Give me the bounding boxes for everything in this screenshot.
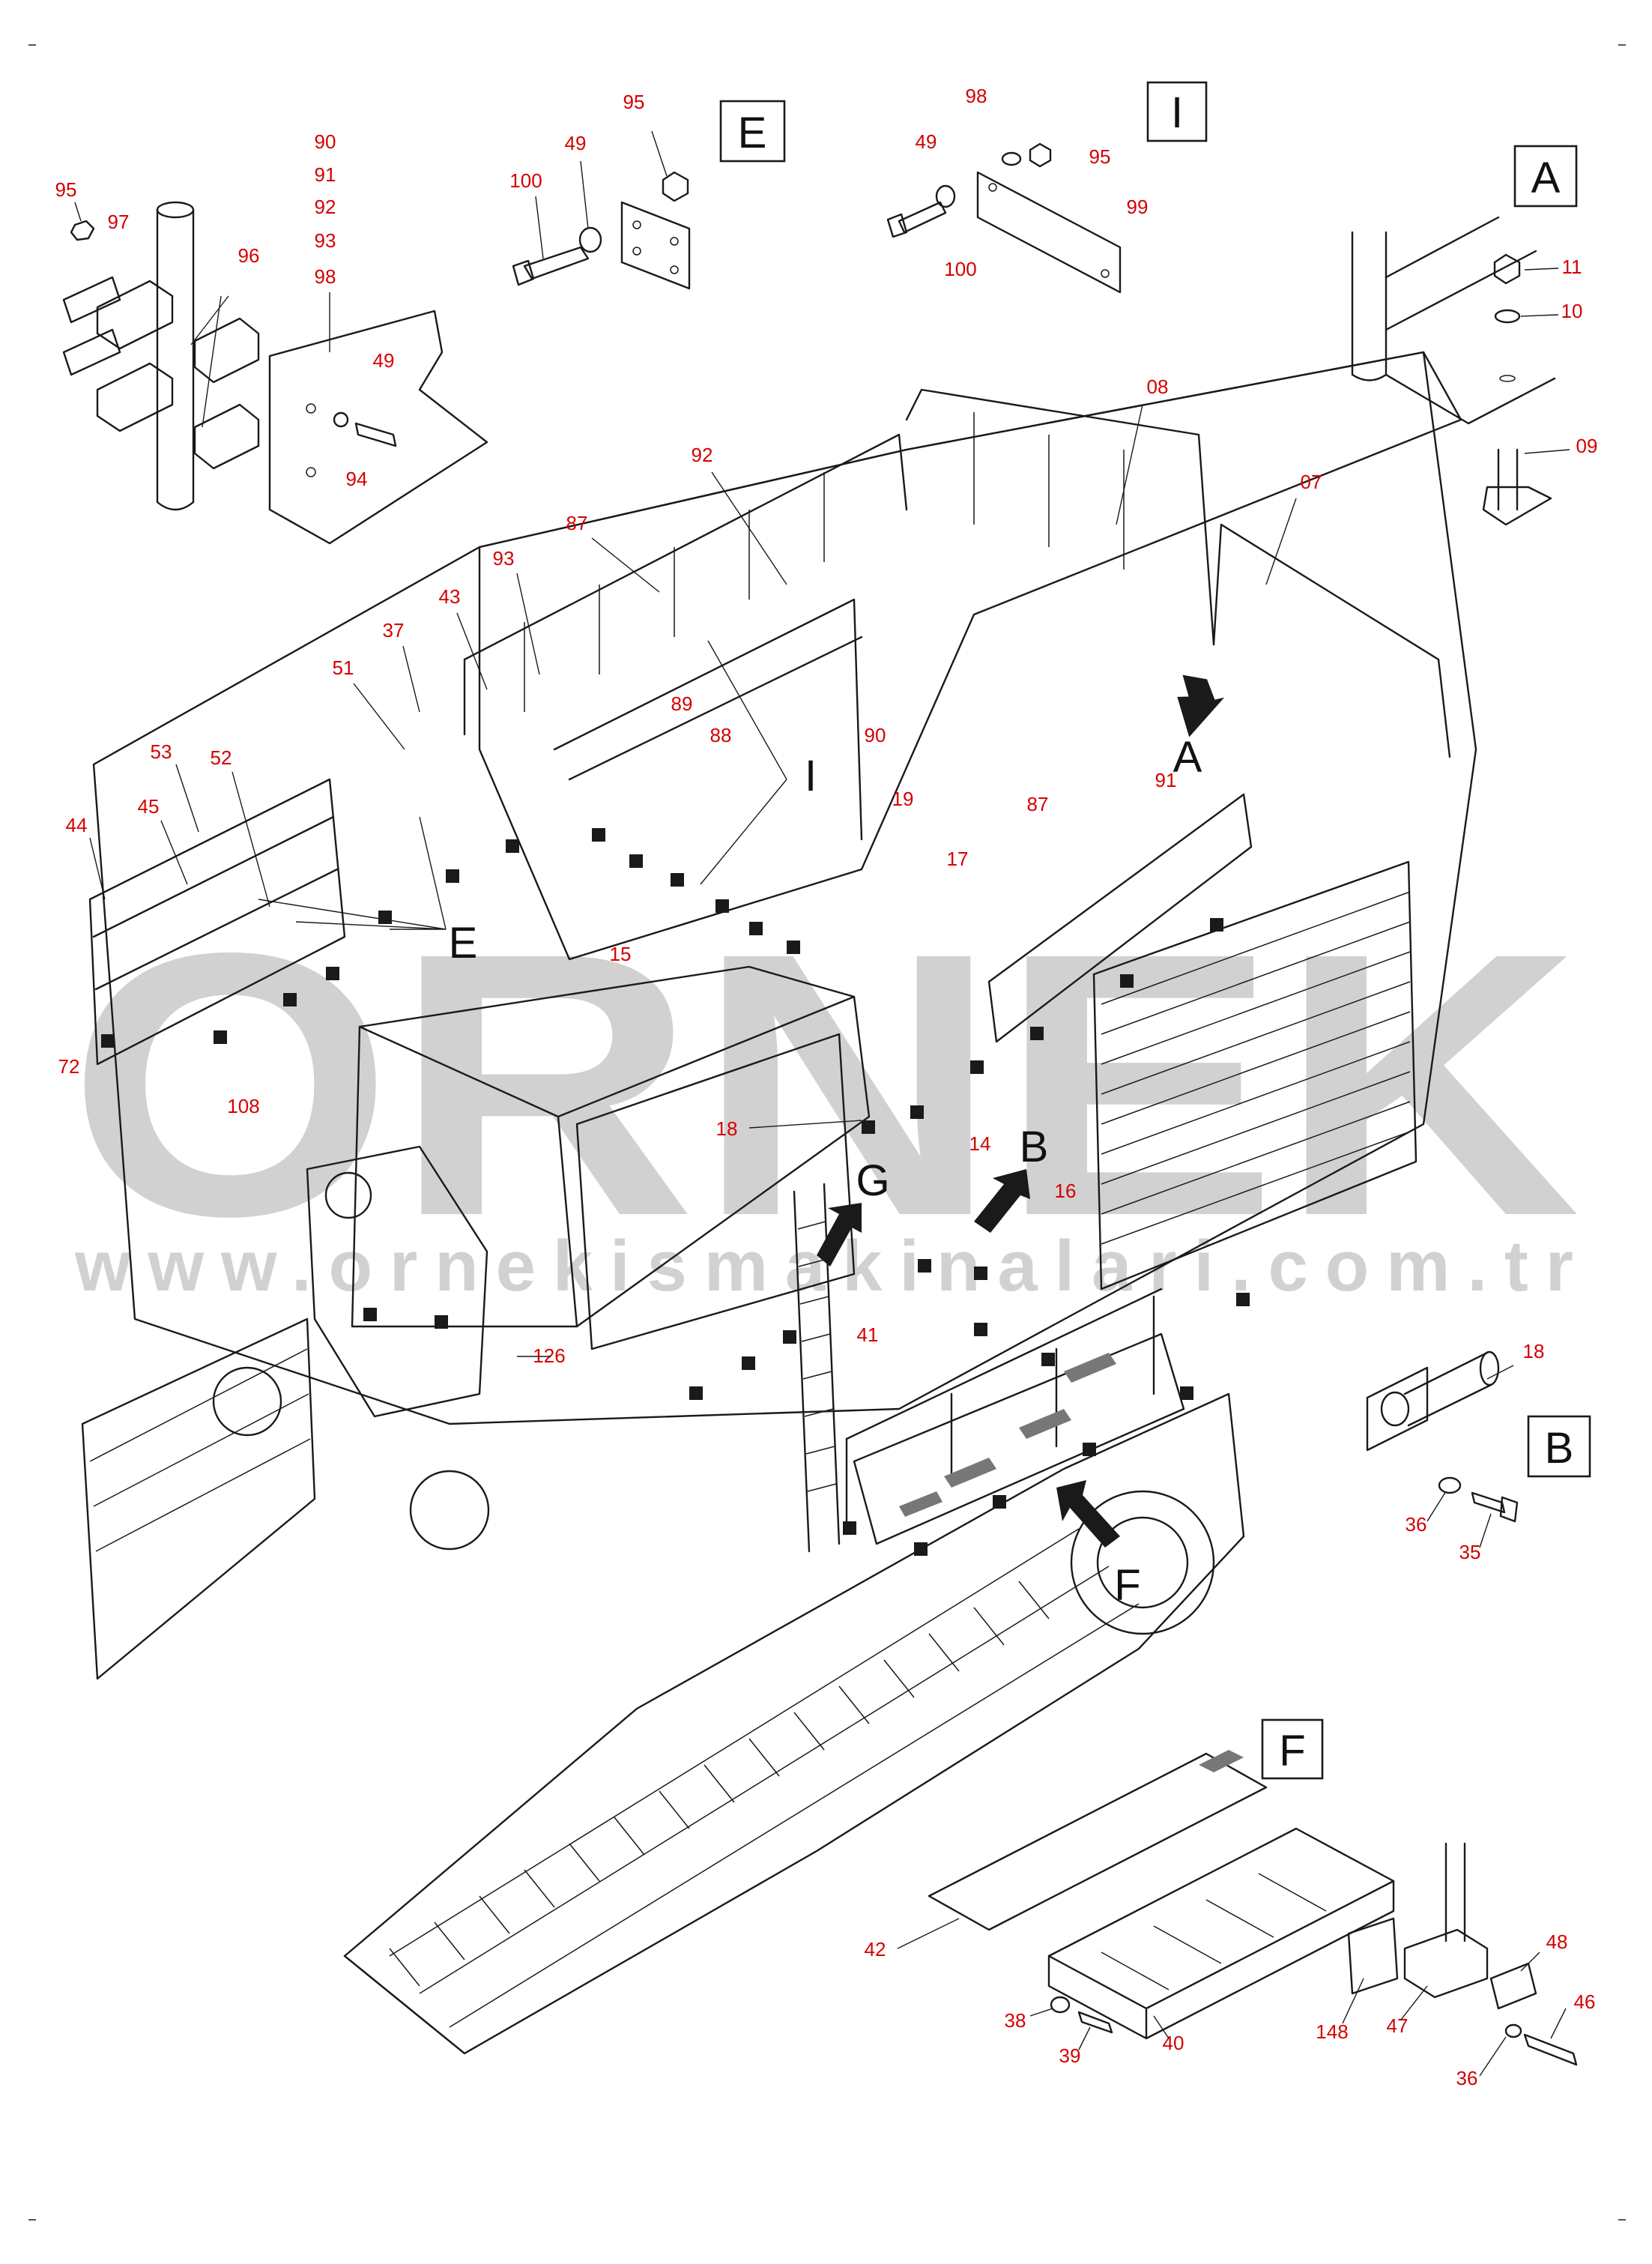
view-arrow-b-label: B (1020, 1123, 1049, 1171)
part-number: 44 (66, 814, 88, 836)
part-number: 07 (1301, 471, 1322, 493)
part-number: 43 (439, 585, 461, 608)
view-arrow-a-label: A (1173, 733, 1202, 782)
part-number: 08 (1147, 375, 1169, 398)
part-number: 49 (565, 132, 587, 154)
part-number: 92 (315, 196, 336, 218)
part-number: 90 (865, 724, 886, 746)
part-number: 35 (1459, 1541, 1481, 1563)
part-number: 93 (315, 229, 336, 252)
part-number: 40 (1163, 2032, 1184, 2054)
part-number: 52 (211, 746, 232, 769)
part-number: 93 (493, 547, 515, 570)
part-number: 14 (969, 1132, 991, 1155)
watermark-url: www.ornekismakinalari.com.tr (74, 1226, 1573, 1306)
detail-f-letter: F (1279, 1727, 1305, 1775)
part-number: 100 (944, 258, 976, 280)
part-number: 41 (857, 1323, 879, 1346)
view-arrows: A B G F (817, 674, 1225, 1610)
detail-e-letter: E (738, 109, 767, 157)
part-number: 96 (238, 244, 260, 267)
part-number: 51 (333, 656, 354, 679)
watermark-logo: ORNEK (67, 875, 1581, 1294)
part-number: 98 (315, 265, 336, 288)
part-number: 16 (1055, 1180, 1077, 1202)
detail-f-frame (1261, 1718, 1324, 1780)
detail-view-f: F (928, 1718, 1578, 2066)
corner-marks (28, 44, 1626, 2221)
part-number: 97 (108, 211, 130, 233)
detail-view-e: E (512, 100, 786, 290)
part-number: 11 (1562, 256, 1582, 278)
non-slip-plates (899, 1353, 1116, 1517)
part-number: 95 (55, 178, 77, 201)
part-number: 95 (1089, 145, 1111, 168)
excavator-main-view (81, 351, 1477, 2055)
watermark: ORNEK www.ornekismakinalari.com.tr (67, 875, 1581, 1306)
detail-a-frame (1513, 145, 1578, 208)
part-number: 47 (1387, 2014, 1409, 2037)
part-number: 90 (315, 130, 336, 153)
part-number: 92 (692, 444, 713, 466)
part-number: 48 (1546, 1931, 1568, 1953)
part-number: 87 (566, 512, 588, 534)
callout-e-label: E (449, 919, 478, 968)
part-number: 126 (533, 1344, 565, 1367)
detail-clamp-assembly (62, 201, 488, 545)
detail-i-letter: I (1171, 88, 1183, 137)
part-number: 49 (916, 130, 937, 153)
part-number: 18 (1523, 1340, 1545, 1362)
part-number: 36 (1406, 1513, 1427, 1536)
detail-b-frame (1527, 1415, 1591, 1478)
part-number: 88 (710, 724, 732, 746)
part-number: 53 (151, 740, 172, 763)
part-number: 36 (1456, 2067, 1478, 2089)
detail-view-b: B (1366, 1350, 1591, 1523)
part-number: 108 (227, 1095, 259, 1117)
part-number: 18 (716, 1117, 738, 1140)
part-number: 39 (1059, 2044, 1081, 2067)
part-number: 09 (1576, 435, 1598, 457)
part-number: 100 (509, 169, 542, 192)
part-number: 42 (865, 1938, 886, 1960)
part-number: 46 (1574, 1990, 1596, 2013)
part-number: 99 (1127, 196, 1149, 218)
part-number: 19 (892, 788, 914, 810)
part-number: 91 (315, 163, 336, 186)
detail-i-frame (1146, 81, 1208, 142)
part-number: 15 (610, 943, 632, 965)
detail-view-i: I (886, 81, 1208, 294)
view-arrow-a (1177, 674, 1225, 737)
part-number: 95 (623, 91, 645, 113)
part-number: 72 (58, 1055, 80, 1078)
part-number: 17 (947, 848, 969, 870)
railing-clips (101, 828, 1250, 1556)
callout-markers: E I (258, 640, 817, 968)
part-number: 148 (1316, 2020, 1348, 2043)
view-arrow-b (974, 1169, 1030, 1233)
detail-e-frame (719, 100, 786, 163)
part-number: 45 (138, 795, 160, 818)
part-number: 89 (671, 692, 693, 715)
part-number: 49 (373, 349, 395, 372)
part-number: 38 (1005, 2009, 1026, 2032)
part-number: 94 (346, 468, 368, 490)
part-number: 91 (1155, 769, 1177, 791)
part-number-callouts: 95 97 96 90 91 92 93 98 49 94 95 49 100 … (55, 85, 1598, 2089)
view-arrow-g-label: G (856, 1156, 889, 1205)
view-arrow-f (1056, 1480, 1120, 1548)
part-number: 10 (1561, 300, 1583, 322)
detail-b-letter: B (1545, 1424, 1574, 1473)
part-number: 37 (383, 619, 405, 642)
callout-i-label: I (805, 752, 817, 800)
detail-view-a: A (1351, 145, 1578, 526)
view-arrow-g (817, 1203, 862, 1267)
view-arrow-f-label: F (1114, 1561, 1140, 1610)
detail-a-letter: A (1531, 154, 1561, 202)
part-number: 98 (966, 85, 987, 107)
part-number: 87 (1027, 793, 1049, 815)
